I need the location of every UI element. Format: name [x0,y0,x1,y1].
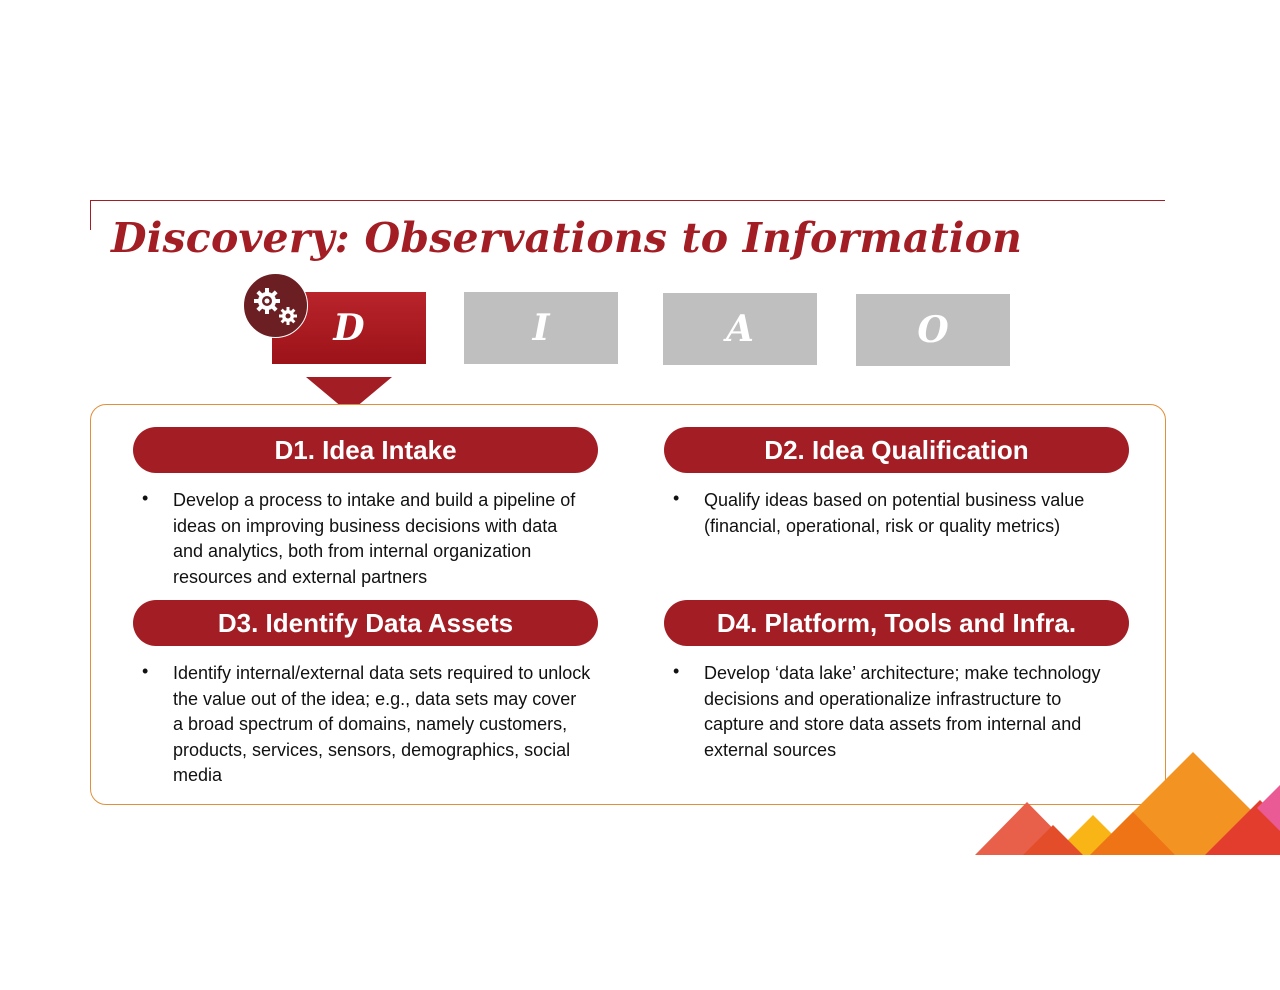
bullet-icon: • [142,488,149,508]
gears-icon [243,273,308,338]
title-rule-tick [90,200,91,230]
d3-heading: D3. Identify Data Assets [133,600,598,646]
d3-description: Identify internal/external data sets req… [173,663,591,786]
d4-description: Develop ‘data lake’ architecture; make t… [704,663,1101,760]
d2-description: Qualify ideas based on potential busines… [704,490,1085,536]
decorative-triangles [975,752,1280,855]
page-title: Discovery: Observations to Information [111,214,1023,262]
step-o: O [856,294,1010,366]
step-i: I [464,292,618,364]
d1-heading: D1. Idea Intake [133,427,598,473]
step-a: A [663,293,817,365]
bullet-icon: • [142,661,149,681]
title-rule [90,200,1165,201]
d4-heading: D4. Platform, Tools and Infra. [664,600,1129,646]
bullet-icon: • [673,661,680,681]
d2-heading: D2. Idea Qualification [664,427,1129,473]
bullet-icon: • [673,488,680,508]
d1-description: Develop a process to intake and build a … [173,490,576,587]
